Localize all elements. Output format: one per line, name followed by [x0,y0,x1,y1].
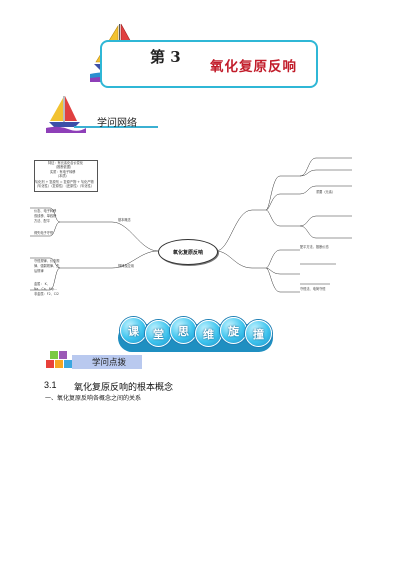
mind-map-text: 守恒法、电荷守恒 [300,287,326,291]
mind-map-text: （推断依据） [54,165,74,169]
mind-map-text: （氧化性）（复原性）（还原性）（氧化性） [35,184,94,188]
mind-map-text: 氧化剂 + 复原剂 = 复原产物 + 氧化产物 [35,180,94,184]
mind-map-text: 得失电子守恒 [34,231,54,235]
mind-map-text: 双线桥、单线桥 [34,214,57,218]
banner-char: 思 [170,317,197,344]
mind-map-text: 重要（元素） [316,190,336,194]
mind-map-text: 方法、配平 [34,219,50,223]
mind-map-top-left-box [34,160,98,192]
mind-map-node: 基本概念 [118,218,131,222]
mind-map-text: 守恒规律、价态规 [34,259,60,263]
banner-char: 课 [120,317,147,344]
mind-map-text: 实质：有电子转移 [50,170,76,174]
mind-map-center-node: 氧化复原反响 [158,239,218,265]
banner-char: 旋 [220,317,247,344]
mind-map-text: 后规律 [34,269,44,273]
mind-map-text: 金属： K、 [34,282,50,286]
section-heading: 学问点拨 [92,358,127,368]
mind-map-node: 规律及应用 [118,264,134,268]
mind-map-text: 配平方法、推断价态 [300,245,329,249]
chapter-number: 第 3 [150,48,181,66]
mind-map-text: 价态、电子转移 [34,209,57,213]
chapter-title-box [100,40,318,88]
cubes-icon [46,351,72,368]
mind-map-text: 非金属：F2、Cl2 [34,292,59,296]
small-sailboat-icon [46,96,86,133]
banner-char: 维 [195,320,222,347]
section-heading-box [72,355,142,369]
subsection-number: 3.1 [44,380,57,390]
section-heading: 学问网络 [97,118,137,129]
section-divider [74,126,158,128]
subsection-title: 氧化复原反响的根本概念 [74,383,174,393]
paragraph-heading: 一、氧化复原反响各概念之间的关系 [45,395,142,402]
banner-char: 撞 [245,320,272,347]
mind-map-text: 特征：有元素化合价变化 [48,161,84,165]
mind-map-text: （本质） [56,174,69,178]
mind-map-text: 律、强弱规律、先 [34,264,60,268]
chapter-title: 氧化复原反响 [210,59,297,75]
banner-char: 堂 [145,320,172,347]
mind-map-text: Na、Ca、Mg... [34,287,57,291]
